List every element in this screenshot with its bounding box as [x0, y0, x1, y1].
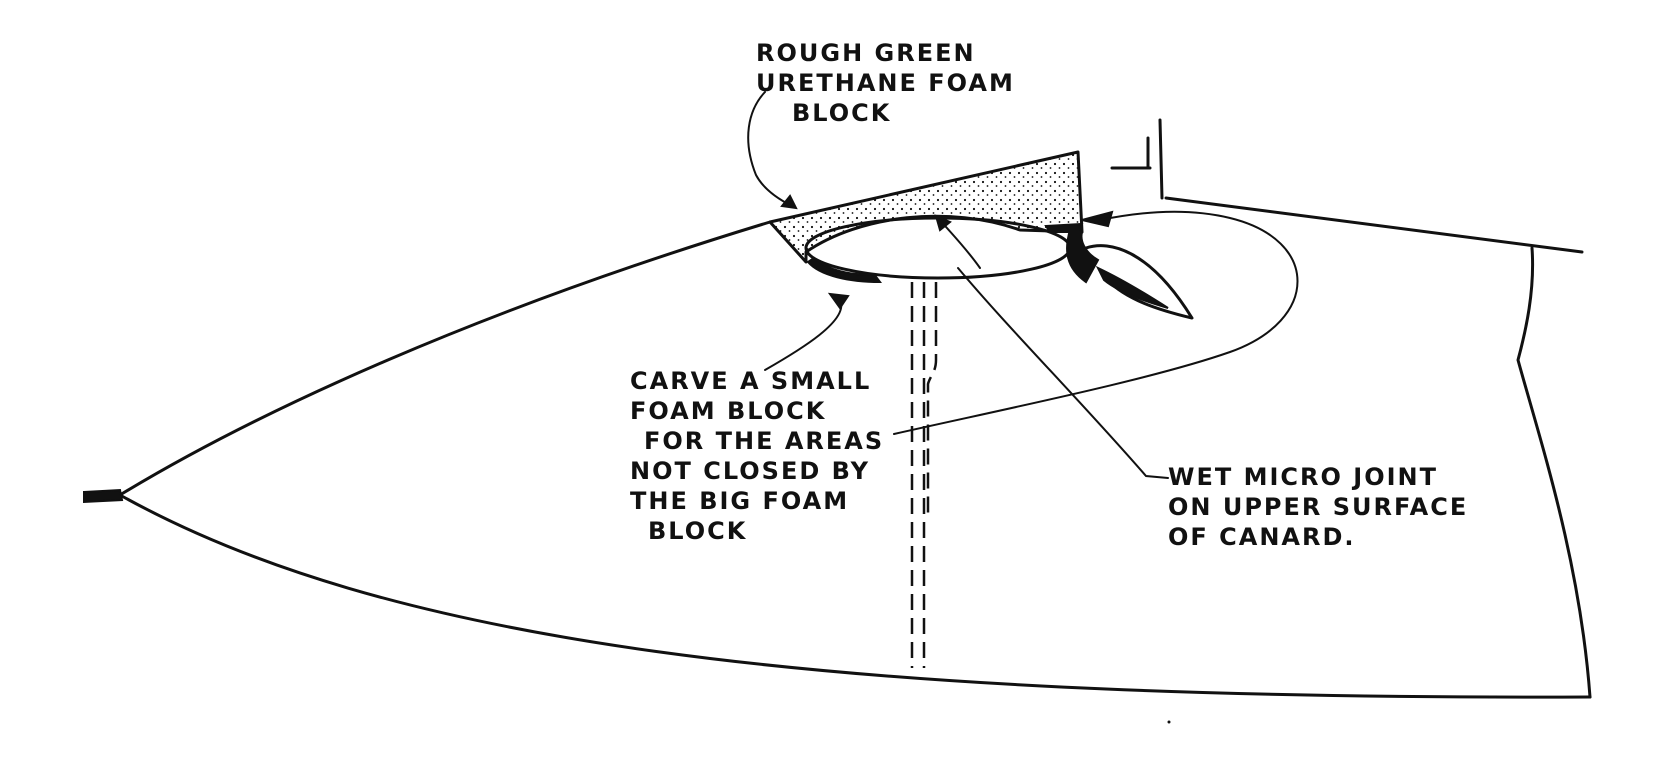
stray-dot: [1168, 721, 1171, 724]
note-line: ON UPPER SURFACE: [1168, 492, 1468, 522]
note-line: BLOCK: [756, 98, 1015, 128]
note-line: CARVE A SMALL: [630, 366, 884, 396]
arrowhead-foam-block: [782, 196, 796, 208]
gap-fill-top: [1046, 224, 1082, 232]
upper-longeron: [1166, 198, 1582, 252]
arrowhead-carve-block: [830, 294, 848, 308]
canard-opening: [806, 218, 1070, 278]
foam-block: [770, 152, 1082, 262]
dashed-bulkhead-right: [928, 282, 936, 520]
gap-fill-right: [1067, 230, 1098, 282]
note-line: FOR THE AREAS: [630, 426, 884, 456]
note-line: THE BIG FOAM: [630, 486, 884, 516]
note-line: ROUGH GREEN: [756, 38, 1015, 68]
note-rough-green-foam-block: ROUGH GREEN URETHANE FOAM BLOCK: [756, 38, 1015, 128]
note-wet-micro-joint: WET MICRO JOINT ON UPPER SURFACE OF CANA…: [1168, 462, 1468, 552]
note-line: FOAM BLOCK: [630, 396, 884, 426]
leader-carve-block: [765, 300, 841, 370]
note-line: OF CANARD.: [1168, 522, 1468, 552]
note-line: BLOCK: [630, 516, 884, 546]
note-carve-small-foam-block: CARVE A SMALL FOAM BLOCK FOR THE AREAS N…: [630, 366, 884, 546]
note-line: NOT CLOSED BY: [630, 456, 884, 486]
bulkhead-flange: [1112, 120, 1162, 198]
note-line: URETHANE FOAM: [756, 68, 1015, 98]
fuselage-aft-edge: [1518, 248, 1590, 697]
nose-tip: [84, 490, 122, 502]
canard-tip: [1086, 246, 1192, 318]
leader-into-opening: [940, 220, 980, 268]
note-line: WET MICRO JOINT: [1168, 462, 1468, 492]
